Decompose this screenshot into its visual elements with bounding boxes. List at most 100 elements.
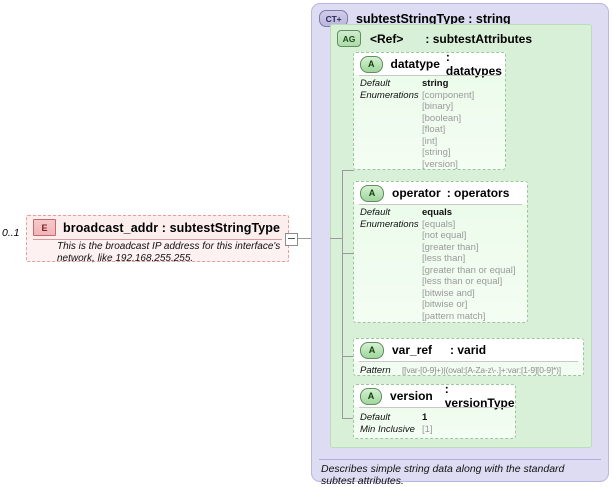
attribute-box-version[interactable]: A version : versionType Default 1 Min In… bbox=[353, 382, 516, 439]
property-label: Default bbox=[360, 412, 391, 423]
attribute-header-operator: A operator : operators bbox=[354, 182, 527, 204]
enumeration-value: [equals] bbox=[422, 218, 456, 230]
property-row: [string] bbox=[360, 147, 501, 159]
attribute-divider bbox=[359, 204, 522, 205]
attribute-group-header: AG <Ref> : subtestAttributes bbox=[337, 30, 532, 47]
property-label: Min Inclusive bbox=[360, 423, 415, 435]
property-row: Min Inclusive [1] bbox=[360, 424, 511, 436]
property-spacer bbox=[360, 147, 422, 159]
attribute-group-ref: <Ref> bbox=[370, 31, 404, 46]
attribute-divider bbox=[359, 407, 510, 408]
property-row: [binary] bbox=[360, 101, 501, 113]
property-row: [less than] bbox=[360, 253, 523, 265]
attribute-type: : versionType bbox=[444, 382, 515, 410]
tree-branch-datatype bbox=[342, 170, 354, 171]
property-spacer bbox=[360, 101, 422, 113]
complex-type-divider bbox=[319, 459, 601, 460]
complex-type-header: CT+ subtestStringType : string bbox=[319, 10, 511, 27]
attribute-name: operator bbox=[392, 186, 441, 200]
property-spacer bbox=[360, 311, 422, 323]
property-value: [1] bbox=[422, 423, 433, 435]
attribute-name: var_ref bbox=[392, 343, 433, 357]
attribute-icon[interactable]: A bbox=[360, 341, 384, 359]
enumeration-value: [boolean] bbox=[422, 112, 462, 124]
property-label: Default bbox=[360, 207, 391, 218]
property-row: [int] bbox=[360, 136, 501, 148]
enumeration-value: [bitwise and] bbox=[422, 287, 475, 299]
attribute-header-varref: A var_ref : varid bbox=[354, 339, 583, 361]
attribute-type: : operators bbox=[446, 186, 510, 200]
enumeration-value: [less than] bbox=[422, 253, 466, 264]
element-title: broadcast_addr : subtestStringType bbox=[63, 220, 281, 235]
connector-line bbox=[289, 238, 312, 239]
enumeration-value: [pattern match] bbox=[422, 310, 486, 322]
attribute-type: : varid bbox=[450, 343, 487, 357]
enumeration-value: [binary] bbox=[422, 101, 454, 112]
property-row: Default string bbox=[360, 78, 501, 90]
attribute-name: version bbox=[390, 389, 433, 403]
property-label: Enumerations bbox=[360, 218, 419, 230]
collapse-minus-icon[interactable] bbox=[285, 233, 298, 246]
property-label: Default bbox=[360, 78, 391, 89]
property-spacer bbox=[360, 113, 422, 125]
property-row: [pattern match] bbox=[360, 311, 523, 323]
cardinality-label: 0..1 bbox=[2, 227, 20, 239]
attribute-box-datatype[interactable]: A datatype : datatypes Default string En… bbox=[353, 50, 506, 170]
property-spacer bbox=[360, 136, 422, 148]
complex-type-title: subtestStringType : string bbox=[356, 11, 511, 26]
attribute-divider bbox=[359, 361, 578, 362]
attribute-body-datatype: Default string Enumerations [component] … bbox=[360, 78, 501, 170]
tree-branch-version bbox=[342, 418, 354, 419]
property-spacer bbox=[360, 265, 422, 277]
tree-root-stub bbox=[330, 238, 343, 239]
attribute-group-type: : subtestAttributes bbox=[425, 31, 533, 46]
attribute-icon[interactable]: A bbox=[360, 184, 384, 202]
property-spacer bbox=[360, 253, 422, 265]
attribute-box-varref[interactable]: A var_ref : varid Pattern [[var-[0-9]+)|… bbox=[353, 338, 584, 376]
attribute-type: : datatypes bbox=[445, 50, 502, 78]
element-box-broadcast-addr[interactable]: E broadcast_addr : subtestStringType Thi… bbox=[26, 215, 289, 264]
attribute-body-operator: Default equals Enumerations [equals] [no… bbox=[360, 207, 523, 322]
property-row: [less than or equal] bbox=[360, 276, 523, 288]
property-row: [version] bbox=[360, 159, 501, 171]
property-spacer bbox=[360, 124, 422, 136]
property-row: Pattern [[var-[0-9]+)|(oval:[A-Za-z\-.]+… bbox=[360, 365, 579, 377]
property-label: Pattern bbox=[360, 365, 391, 376]
attribute-icon[interactable]: A bbox=[360, 55, 383, 73]
property-value: equals bbox=[422, 207, 453, 218]
attribute-header-datatype: A datatype : datatypes bbox=[354, 50, 505, 78]
complex-type-documentation: Describes simple string data along with … bbox=[321, 463, 565, 487]
property-value: string bbox=[422, 78, 449, 89]
pattern-value: [[var-[0-9]+)|(oval:[A-Za-z\-.]+:var:[1-… bbox=[402, 365, 561, 375]
property-row: Default equals bbox=[360, 207, 523, 219]
property-row: [bitwise or] bbox=[360, 299, 523, 311]
element-divider bbox=[33, 239, 282, 240]
element-documentation: This is the broadcast IP address for thi… bbox=[57, 241, 281, 264]
tree-branch-varref bbox=[342, 356, 354, 357]
property-row: [float] bbox=[360, 124, 501, 136]
element-icon: E bbox=[33, 219, 56, 236]
property-row: [greater than or equal] bbox=[360, 265, 523, 277]
property-spacer bbox=[360, 230, 422, 242]
property-row: Enumerations [component] bbox=[360, 90, 501, 102]
attribute-name: datatype bbox=[390, 57, 440, 71]
attribute-box-operator[interactable]: A operator : operators Default equals En… bbox=[353, 181, 528, 323]
property-row: Default 1 bbox=[360, 412, 511, 424]
enumeration-value: [greater than or equal] bbox=[422, 264, 516, 276]
property-row: [boolean] bbox=[360, 113, 501, 125]
enumeration-value: [version] bbox=[422, 158, 458, 170]
attribute-divider bbox=[359, 75, 500, 76]
tree-trunk-line bbox=[342, 170, 343, 418]
tree-branch-operator bbox=[342, 253, 354, 254]
enumeration-value: [string] bbox=[422, 147, 451, 158]
enumeration-value: [less than or equal] bbox=[422, 276, 503, 287]
property-spacer bbox=[360, 288, 422, 300]
enumeration-value: [int] bbox=[422, 135, 438, 147]
attribute-icon[interactable]: A bbox=[360, 387, 383, 405]
attribute-group-icon[interactable]: AG bbox=[337, 30, 361, 47]
enumeration-value: [greater than] bbox=[422, 241, 479, 253]
property-row: [greater than] bbox=[360, 242, 523, 254]
property-label: Enumerations bbox=[360, 89, 419, 101]
element-header: E broadcast_addr : subtestStringType bbox=[27, 216, 288, 239]
property-row: Enumerations [equals] bbox=[360, 219, 523, 231]
